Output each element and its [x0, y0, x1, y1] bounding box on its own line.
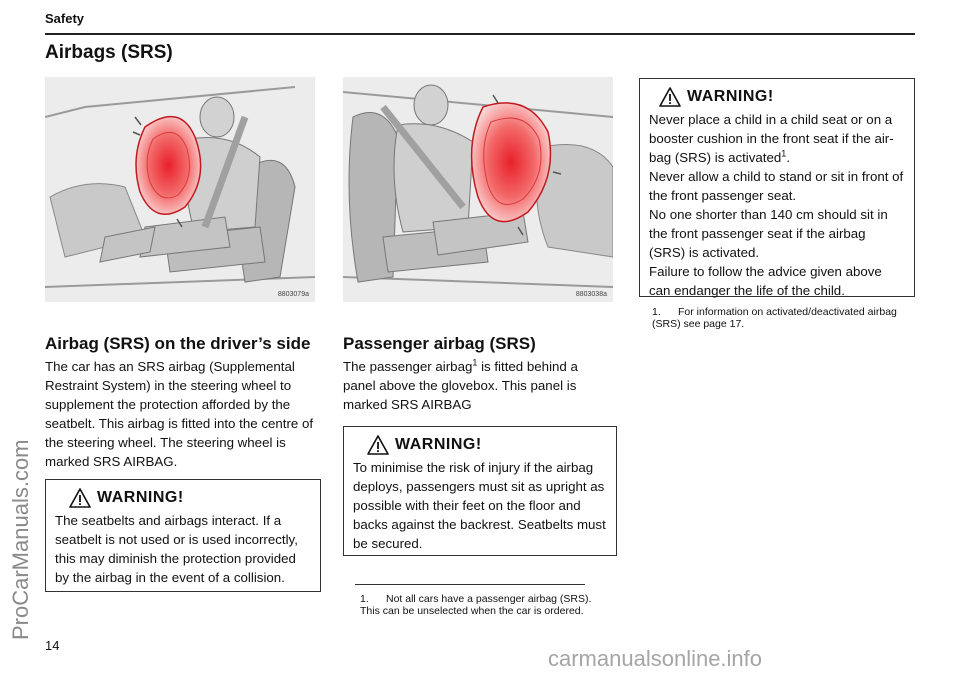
child-warning-line-1: Never place a child in a child seat or o…	[649, 112, 894, 165]
passenger-airbag-heading: Passenger airbag (SRS)	[343, 334, 536, 353]
section-label: Safety	[45, 11, 85, 26]
child-warning-box: WARNING! Never place a child in a child …	[639, 78, 915, 298]
passenger-warning-title: WARNING!	[395, 436, 482, 453]
driver-warning-box: WARNING! The seatbelts and airbags inter…	[45, 479, 321, 592]
driver-warning-text: The seatbelts and airbags interact. If a…	[55, 513, 298, 585]
driver-airbag-illustration: 8803079a	[45, 77, 315, 302]
driver-warning-title: WARNING!	[97, 489, 184, 506]
page-title: Airbags (SRS)	[45, 42, 173, 63]
warning-triangle-icon	[367, 435, 389, 455]
warning-triangle-icon	[659, 87, 681, 107]
child-warning-line-2: Never allow a child to stand or sit in f…	[649, 169, 904, 203]
driver-airbag-heading: Airbag (SRS) on the driver’s side	[45, 334, 311, 353]
passenger-airbag-body: The passenger airbag1 is fitted behind a…	[343, 357, 578, 412]
bottom-watermark: carmanualsonline.info	[548, 646, 763, 671]
passenger-airbag-drawing	[343, 77, 613, 302]
child-warning-line-4: Failure to follow the advice given above…	[649, 264, 882, 298]
page-number: 14	[45, 638, 60, 653]
driver-airbag-drawing	[45, 77, 315, 302]
passenger-warning-box: WARNING! To minimise the risk of injury …	[343, 426, 617, 556]
driver-image-code: 8803079a	[277, 291, 309, 298]
right-footnote: 1.For information on activated/deactivat…	[652, 306, 897, 330]
passenger-footnote: 1.Not all cars have a passenger airbag (…	[360, 593, 592, 617]
header-rule	[45, 33, 915, 35]
child-warning-line-3: No one shorter than 140 cm should sit in…	[649, 207, 888, 260]
side-watermark: ProCarManuals.com	[8, 439, 33, 640]
passenger-image-code: 8803038a	[575, 291, 607, 298]
passenger-airbag-illustration: 8803038a	[343, 77, 613, 302]
child-warning-title: WARNING!	[687, 88, 774, 105]
footnote-rule	[355, 584, 585, 585]
passenger-warning-text: To minimise the risk of injury if the ai…	[353, 460, 606, 551]
warning-triangle-icon	[69, 488, 91, 508]
driver-airbag-body: The car has an SRS airbag (Supplemental …	[45, 359, 314, 469]
